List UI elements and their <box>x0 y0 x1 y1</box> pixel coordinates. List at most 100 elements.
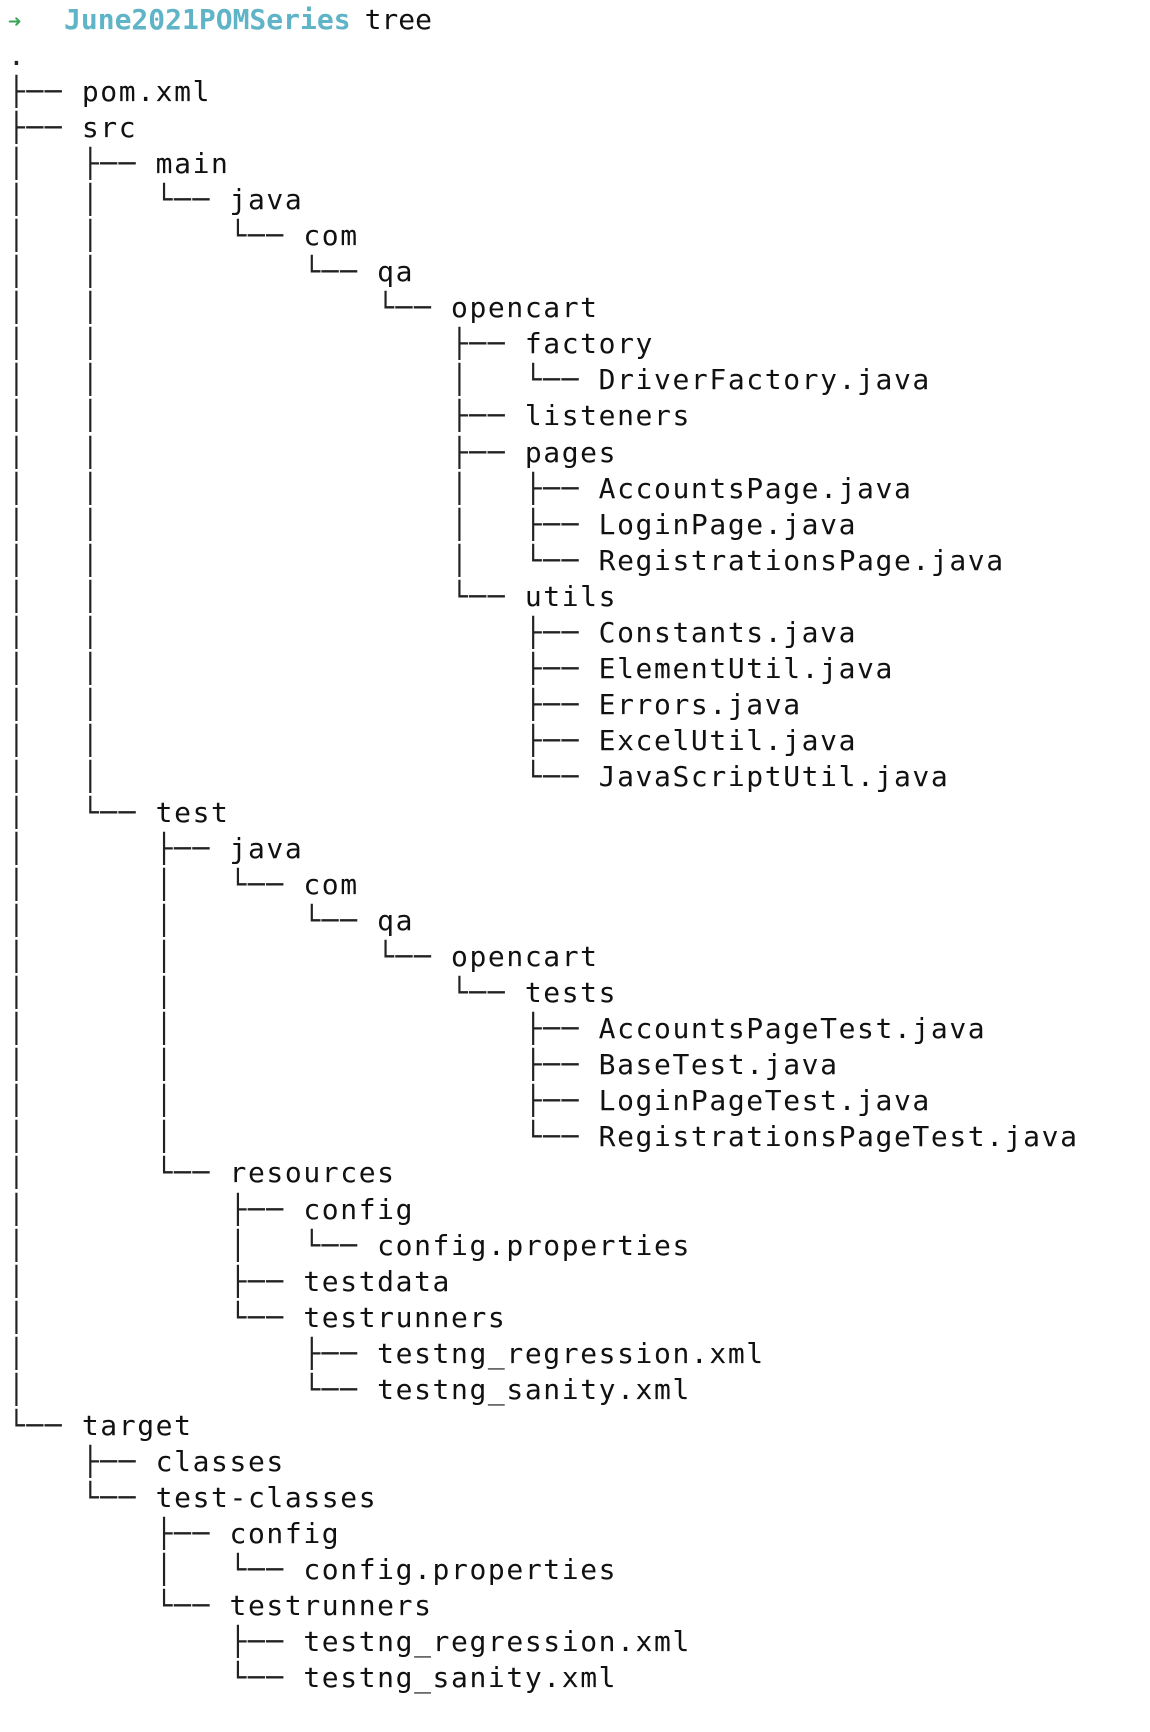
prompt-arrow-icon: ➜ <box>8 10 22 35</box>
tree-entry-name: test <box>155 795 230 829</box>
tree-line: │ ├── main <box>8 146 1079 182</box>
tree-line: ├── testng_regression.xml <box>8 1624 1079 1660</box>
tree-branch-glyphs: │ │ └── <box>8 219 304 253</box>
tree-line: │ │ ├── ElementUtil.java <box>8 651 1079 687</box>
tree-entry-name: testng_regression.xml <box>377 1336 765 1370</box>
tree-branch-glyphs: │ │ ├── <box>8 1084 599 1118</box>
tree-line: │ │ │ └── RegistrationsPage.java <box>8 543 1079 579</box>
tree-entry-name: com <box>303 868 359 902</box>
tree-branch-glyphs: │ │ └── <box>8 904 378 938</box>
tree-line: ├── pom.xml <box>8 74 1079 110</box>
shell-prompt: ➜ June2021POMSeries tree <box>8 2 432 38</box>
tree-branch-glyphs: │ ├── <box>8 1192 304 1226</box>
command-text: tree <box>364 3 433 36</box>
tree-entry-name: LoginPageTest.java <box>598 1084 931 1118</box>
tree-entry-name: factory <box>524 327 655 361</box>
tree-branch-glyphs: │ │ ├── <box>8 723 599 757</box>
tree-entry-name: AccountsPageTest.java <box>598 1012 987 1046</box>
tree-branch-glyphs: └── <box>8 1408 82 1442</box>
tree-entry-name: qa <box>377 904 415 938</box>
tree-entry-name: DriverFactory.java <box>598 363 931 397</box>
tree-line: │ ├── testng_regression.xml <box>8 1336 1079 1372</box>
tree-branch-glyphs: │ │ └── <box>8 940 451 974</box>
tree-line: │ │ └── utils <box>8 579 1079 615</box>
tree-branch-glyphs: │ │ └── <box>8 255 378 289</box>
tree-branch-glyphs: │ │ ├── <box>8 687 599 721</box>
tree-entry-name: opencart <box>450 940 599 974</box>
tree-entry-name: JavaScriptUtil.java <box>598 759 950 793</box>
tree-entry-name: config.properties <box>303 1552 618 1586</box>
tree-entry-name: LoginPage.java <box>598 507 858 541</box>
tree-entry-name: resources <box>229 1156 396 1190</box>
tree-branch-glyphs: │ │ └── <box>8 1228 378 1262</box>
tree-entry-name: listeners <box>524 399 691 433</box>
tree-line: │ │ ├── LoginPageTest.java <box>8 1083 1079 1119</box>
tree-line: │ └── testng_sanity.xml <box>8 1372 1079 1408</box>
tree-entry-name: classes <box>155 1444 285 1478</box>
tree-branch-glyphs: │ │ ├── <box>8 435 525 469</box>
tree-branch-glyphs: . <box>8 39 27 72</box>
tree-branch-glyphs: │ │ ├── <box>8 615 599 649</box>
tree-line: │ │ └── RegistrationsPageTest.java <box>8 1119 1079 1155</box>
tree-entry-name: com <box>303 219 359 253</box>
tree-entry-name: target <box>81 1408 193 1442</box>
tree-line: │ └── config.properties <box>8 1552 1079 1588</box>
tree-entry-name: main <box>155 147 230 181</box>
tree-line: . <box>8 38 1079 74</box>
tree-branch-glyphs: │ └── <box>8 1552 304 1586</box>
current-directory: June2021POMSeries <box>64 3 351 36</box>
tree-line: │ │ └── JavaScriptUtil.java <box>8 759 1079 795</box>
tree-line: ├── config <box>8 1516 1079 1552</box>
tree-entry-name: RegistrationsPageTest.java <box>598 1120 1079 1154</box>
tree-line: │ │ ├── BaseTest.java <box>8 1047 1079 1083</box>
tree-entry-name: utils <box>524 579 618 613</box>
tree-line: │ │ ├── Errors.java <box>8 687 1079 723</box>
tree-entry-name: BaseTest.java <box>598 1048 839 1082</box>
tree-branch-glyphs: │ │ └── <box>8 868 304 902</box>
tree-branch-glyphs: ├── <box>8 1444 156 1478</box>
tree-line: │ ├── config <box>8 1192 1079 1228</box>
tree-line: │ │ └── qa <box>8 254 1079 290</box>
tree-line: │ │ └── opencart <box>8 290 1079 326</box>
tree-branch-glyphs: │ │ ├── <box>8 399 525 433</box>
tree-line: │ │ ├── pages <box>8 435 1079 471</box>
tree-branch-glyphs: │ │ │ ├── <box>8 507 599 541</box>
tree-line: └── testrunners <box>8 1588 1079 1624</box>
tree-branch-glyphs: │ │ ├── <box>8 1048 599 1082</box>
tree-branch-glyphs: │ ├── <box>8 147 156 181</box>
tree-entry-name: java <box>229 832 304 866</box>
tree-entry-name: Errors.java <box>598 687 802 721</box>
tree-line: │ │ │ ├── LoginPage.java <box>8 507 1079 543</box>
tree-line: │ │ └── com <box>8 218 1079 254</box>
tree-branch-glyphs: │ │ ├── <box>8 1012 599 1046</box>
tree-line: └── testng_sanity.xml <box>8 1660 1079 1696</box>
tree-line: │ │ └── opencart <box>8 939 1079 975</box>
tree-branch-glyphs: └── <box>8 1480 156 1514</box>
tree-branch-glyphs: ├── <box>8 1625 304 1659</box>
tree-line: │ │ └── java <box>8 182 1079 218</box>
tree-branch-glyphs: │ │ └── <box>8 291 451 325</box>
tree-line: ├── classes <box>8 1444 1079 1480</box>
tree-entry-name: ExcelUtil.java <box>598 723 858 757</box>
tree-branch-glyphs: │ └── <box>8 1372 378 1406</box>
tree-branch-glyphs: │ └── <box>8 1300 304 1334</box>
tree-branch-glyphs: ├── <box>8 111 82 145</box>
tree-branch-glyphs: └── <box>8 1589 230 1623</box>
tree-entry-name: pom.xml <box>81 75 212 109</box>
tree-entry-name: testrunners <box>229 1589 433 1623</box>
tree-branch-glyphs: │ ├── <box>8 832 230 866</box>
tree-branch-glyphs: │ │ │ └── <box>8 363 599 397</box>
tree-entry-name: ElementUtil.java <box>598 651 894 685</box>
tree-entry-name: pages <box>524 435 618 469</box>
tree-line: └── target <box>8 1408 1079 1444</box>
tree-line: │ │ ├── factory <box>8 326 1079 362</box>
tree-branch-glyphs: │ └── <box>8 795 156 829</box>
tree-entry-name: testng_regression.xml <box>303 1625 691 1659</box>
tree-entry-name: testng_sanity.xml <box>377 1372 691 1406</box>
tree-entry-name: testdata <box>303 1264 451 1298</box>
tree-branch-glyphs: │ │ │ └── <box>8 543 599 577</box>
tree-branch-glyphs: │ └── <box>8 1156 230 1190</box>
tree-entry-name: RegistrationsPage.java <box>598 543 1005 577</box>
tree-line: │ │ ├── Constants.java <box>8 615 1079 651</box>
tree-line: │ │ │ ├── AccountsPage.java <box>8 471 1079 507</box>
